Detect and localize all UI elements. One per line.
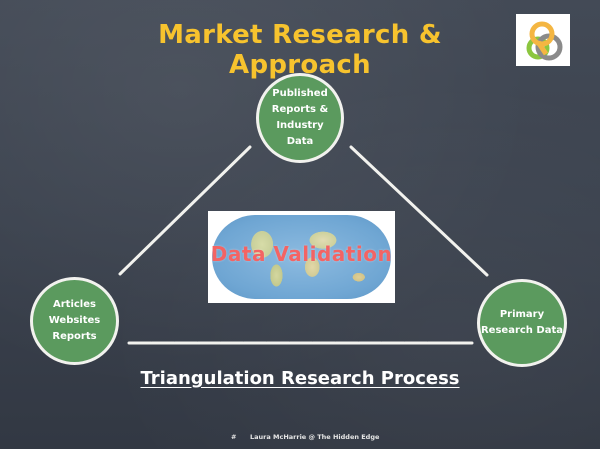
node-label-line: Data (286, 136, 314, 147)
connector-right (349, 145, 489, 277)
node-articles-websites: Articles Websites Reports (30, 277, 119, 365)
footer-credit: Laura McHarrie @ The Hidden Edge (250, 433, 380, 441)
node-published-reports: Published Reports & Industry Data (256, 73, 344, 163)
node-label-line: Websites (48, 315, 101, 326)
logo (516, 14, 570, 66)
node-label-line: Articles (53, 299, 96, 310)
page-number: # (231, 433, 237, 441)
world-map-icon (212, 215, 391, 299)
connector-left (118, 145, 252, 276)
node-label-line: Published (272, 88, 328, 99)
node-label-line: Industry (276, 120, 324, 131)
node-label-line: Reports (52, 331, 97, 342)
node-label-line: Research Data (480, 325, 563, 336)
diagram-caption: Triangulation Research Process (140, 368, 460, 389)
interlocking-rings-logo-icon (526, 21, 563, 61)
center-label: Data Validation (210, 242, 393, 266)
slide-footer: # Laura McHarrie @ The Hidden Edge (0, 432, 600, 444)
data-validation-map: Data Validation (208, 211, 395, 303)
node-label-line: Reports & (271, 104, 329, 115)
node-label-line: Primary (499, 309, 545, 320)
node-primary-research: Primary Research Data (477, 279, 567, 367)
slide-title: Market Research & Approach (158, 20, 442, 80)
